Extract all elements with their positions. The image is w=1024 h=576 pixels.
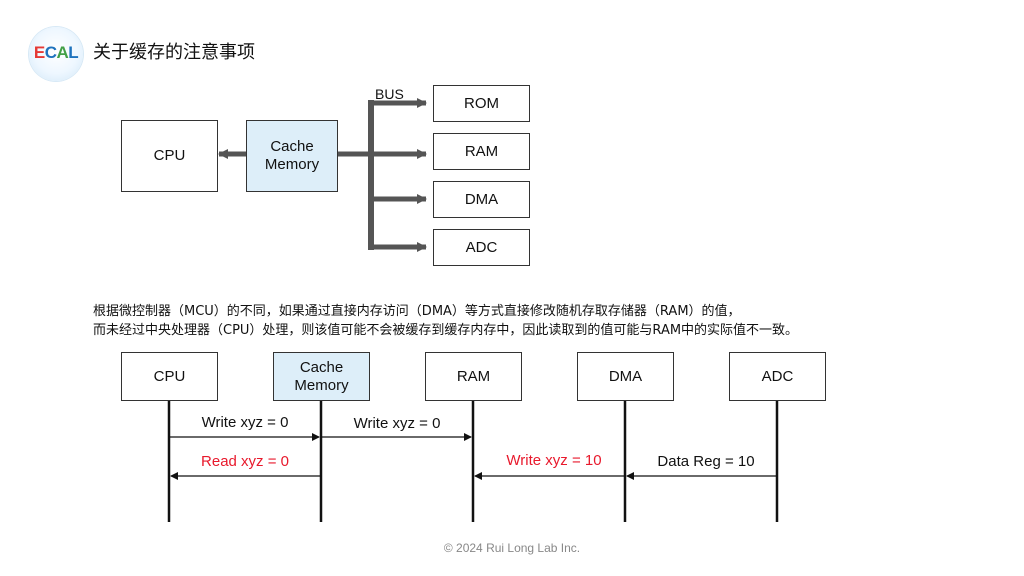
page-title: 关于缓存的注意事项 bbox=[93, 42, 255, 63]
ram-label: RAM bbox=[464, 142, 499, 160]
msg-cache-to-ram: Write xyz = 0 bbox=[353, 415, 441, 432]
msg-adc-to-dma: Data Reg = 10 bbox=[657, 453, 755, 470]
msg-dma-to-ram: Write xyz = 10 bbox=[506, 452, 602, 469]
logo-letter-a: A bbox=[56, 43, 69, 62]
seq-dma-box: DMA bbox=[577, 352, 674, 401]
cache-label-line1: Cache bbox=[270, 138, 314, 155]
seq-adc-label: ADC bbox=[761, 367, 794, 385]
adc-box: ADC bbox=[433, 229, 530, 266]
logo-text: ECAL bbox=[29, 43, 83, 63]
rom-box: ROM bbox=[433, 85, 530, 122]
cache-label-line2: Memory bbox=[264, 156, 320, 173]
seq-dma-label: DMA bbox=[608, 367, 643, 385]
dma-box: DMA bbox=[433, 181, 530, 218]
cpu-box: CPU bbox=[121, 120, 218, 192]
seq-cpu-box: CPU bbox=[121, 352, 218, 401]
ecal-logo-icon: ECAL bbox=[29, 27, 83, 81]
description-line-1: 根据微控制器（MCU）的不同，如果通过直接内存访问（DMA）等方式直接修改随机存… bbox=[93, 304, 741, 319]
dma-label: DMA bbox=[464, 190, 499, 208]
msg-cache-to-cpu: Read xyz = 0 bbox=[201, 453, 289, 470]
msg-cpu-to-cache: Write xyz = 0 bbox=[201, 414, 289, 431]
ram-box: RAM bbox=[433, 133, 530, 170]
logo-letter-l: L bbox=[68, 43, 79, 62]
seq-cache-label-line2: Memory bbox=[294, 376, 349, 394]
rom-label: ROM bbox=[464, 94, 499, 112]
seq-cpu-label: CPU bbox=[153, 367, 186, 385]
logo-letter-c: C bbox=[44, 43, 57, 62]
copyright-footer: © 2024 Rui Long Lab Inc. bbox=[443, 541, 581, 555]
seq-ram-label: RAM bbox=[456, 367, 491, 385]
cache-memory-box: Cache Memory bbox=[246, 120, 338, 192]
seq-cache-label-line1: Cache bbox=[299, 358, 344, 376]
description-line-2: 而未经过中央处理器（CPU）处理，则该值可能不会被缓存到缓存内存中，因此读取到的… bbox=[93, 323, 799, 338]
seq-cache-box: Cache Memory bbox=[273, 352, 370, 401]
description: 根据微控制器（MCU）的不同，如果通过直接内存访问（DMA）等方式直接修改随机存… bbox=[93, 302, 798, 340]
seq-ram-box: RAM bbox=[425, 352, 522, 401]
seq-adc-box: ADC bbox=[729, 352, 826, 401]
cpu-label: CPU bbox=[153, 147, 186, 164]
logo-letter-e: E bbox=[33, 43, 45, 62]
bus-label: BUS bbox=[375, 86, 404, 102]
adc-label: ADC bbox=[465, 238, 498, 256]
